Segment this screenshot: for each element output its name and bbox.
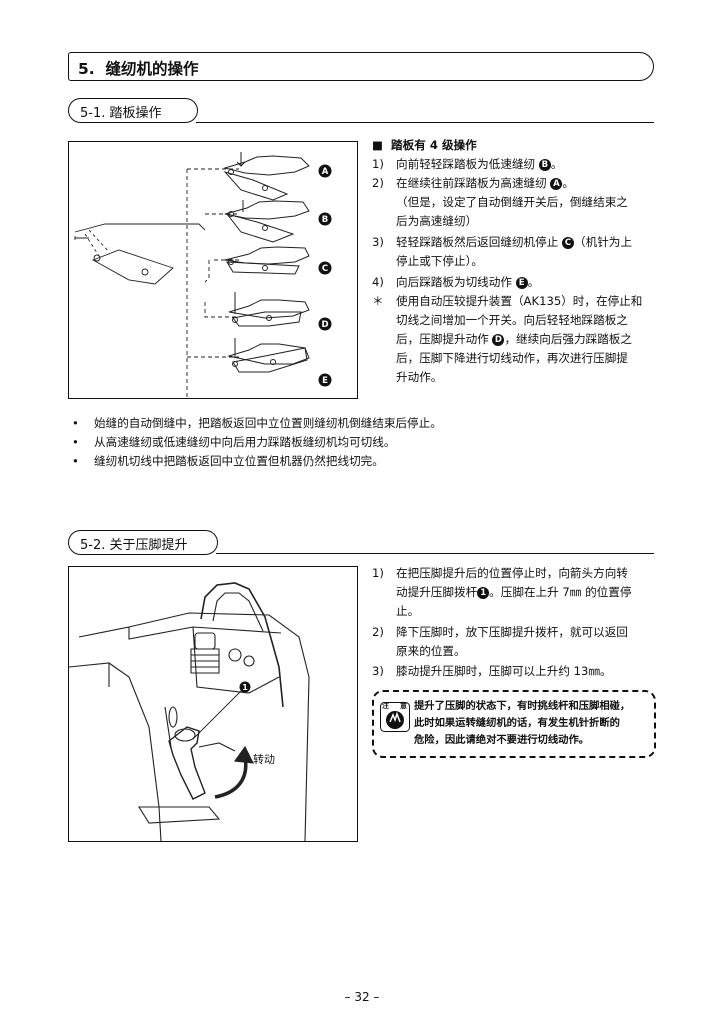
pedal-step-d: [228, 292, 310, 327]
bullet-item: 始缝的自动倒缝中，把踏板返回中立位置则缝纫机倒缝结束后停止。: [94, 416, 442, 430]
presser-figure: 1 转动: [68, 566, 358, 842]
presser-diagram: 1 转动: [68, 582, 310, 842]
bullet-mark: •: [72, 435, 79, 449]
bullet-mark: •: [72, 416, 79, 430]
bullet-item: 缝纫机切线中把踏板返回中立位置但机器仍然把线切完。: [94, 454, 384, 468]
section-title: 5. 缝纫机的操作: [78, 60, 199, 78]
pedal-item-2-note-2: 后为高速缝纫）: [396, 214, 478, 228]
subsection-header-5-2: 5-2. 关于压脚提升: [68, 530, 218, 555]
presser-item-2-line-1: 降下压脚时，放下压脚提升拨杆，就可以返回: [396, 625, 628, 639]
pedal-item-2-text: 在继续往前踩踏板为高速缝纫 A。: [396, 176, 575, 190]
pedal-item-3-text: 轻轻踩踏板然后返回缝纫机停止 C（机针为上: [396, 235, 632, 249]
pedal-item-4: 4): [372, 275, 384, 289]
caution-box: 注 意 提升了压脚的状态下，有时挑线杆和压脚相碰， 此时如果运转缝纫机的话，有发…: [372, 690, 656, 758]
caution-icon: 注 意: [380, 702, 410, 732]
pedal-item-4-text: 向后踩踏板为切线动作 E。: [396, 275, 540, 289]
pedal-step-e: [227, 338, 310, 373]
pedal-step-a: [223, 152, 310, 201]
pedal-instructions: ■ 踏板有 4 级操作 1) 向前轻轻踩踏板为低速缝纫 B。 2) 在继续往前踩…: [372, 136, 662, 386]
caution-icon-char: 注: [382, 702, 389, 710]
presser-item-1-line-1: 在把压脚提升后的位置停止时，向箭头方向转: [396, 566, 628, 580]
pedal-heading: ■ 踏板有 4 级操作: [372, 138, 477, 152]
pedal-item-2-note-1: （但是，设定了自动倒缝开关后，倒缝结束之: [396, 195, 628, 209]
pedal-item-1-text: 向前轻轻踩踏板为低速缝纫 B。: [396, 157, 563, 171]
pedal-note-line-2: 切线之间增加一个开关。向后轻轻地踩踏板之: [396, 313, 628, 327]
badge-a: A: [550, 178, 563, 190]
presser-item-num: 2): [372, 625, 384, 639]
bullet-mark: •: [72, 454, 79, 468]
pedal-step-b: [224, 200, 310, 243]
pedal-bullets: • 始缝的自动倒缝中，把踏板返回中立位置则缝纫机倒缝结束后停止。 • 从高速缝纫…: [68, 414, 648, 474]
label-e: E: [322, 376, 328, 386]
pedal-note-line-4: 后，压脚下降进行切线动作，再次进行压脚提: [396, 351, 628, 365]
presser-item-num: 1): [372, 566, 384, 580]
page-number: – 32 –: [344, 990, 380, 1004]
label-b: B: [322, 215, 328, 225]
divider: [196, 122, 654, 123]
pedal-note-line-3: 后，压脚提升动作 D，继续向后强力踩踏板之: [396, 332, 632, 346]
badge-1: 1: [477, 587, 490, 599]
pedal-item-1: 1): [372, 157, 384, 171]
divider: [216, 553, 654, 554]
label-c: C: [322, 264, 328, 274]
badge-e: E: [515, 277, 528, 289]
pedal-item-3-cont: 停止或下停止）。: [396, 254, 483, 268]
badge-b: B: [538, 159, 551, 171]
lever-badge: 1: [242, 683, 248, 692]
subsection-header-5-1: 5-1. 踏板操作: [68, 98, 198, 123]
caution-text: 提升了压脚的状态下，有时挑线杆和压脚相碰， 此时如果运转缝纫机的话，有发生机针折…: [414, 698, 630, 749]
caution-line: 危险，因此请绝对不要进行切线动作。: [414, 734, 590, 746]
pedal-note-line-1: 使用自动压较提升装置（AK135）时，在停止和: [396, 294, 643, 308]
caution-icon-char: 意: [400, 702, 407, 710]
caution-line: 此时如果运转缝纫机的话，有发生机针折断的: [414, 717, 620, 729]
pedal-item-3: 3): [372, 235, 384, 249]
presser-item-1-line-3: 止。: [396, 604, 420, 618]
pedal-figure: A B C D E: [68, 141, 358, 399]
section-header: 5. 缝纫机的操作: [68, 52, 654, 81]
label-d: D: [321, 320, 328, 330]
label-a: A: [322, 167, 329, 177]
pedal-note-mark: ＊: [372, 294, 384, 308]
presser-item-2-line-2: 原来的位置。: [396, 644, 466, 658]
pedal-step-c: [224, 246, 310, 275]
presser-item-num: 3): [372, 664, 384, 678]
pedal-item-2: 2): [372, 176, 384, 190]
badge-c: C: [562, 237, 575, 249]
pedal-note-line-5: 升动作。: [396, 370, 443, 384]
rotate-label: 转动: [253, 752, 275, 766]
caution-line: 提升了压脚的状态下，有时挑线杆和压脚相碰，: [414, 700, 631, 712]
subsection-title: 5-2. 关于压脚提升: [80, 538, 188, 553]
subsection-title: 5-1. 踏板操作: [80, 106, 162, 121]
bullet-item: 从高速缝纫或低速缝纫中向后用力踩踏板缝纫机均可切线。: [94, 435, 396, 449]
pedal-diagram: A B C D E: [74, 152, 332, 398]
presser-item-3-line-1: 膝动提升压脚时，压脚可以上升约 13㎜。: [396, 664, 612, 678]
badge-d: D: [492, 334, 505, 346]
